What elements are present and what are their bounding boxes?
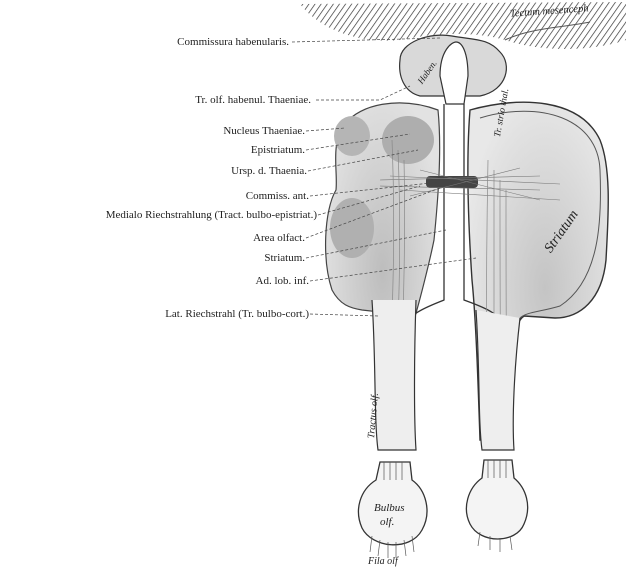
- label-commiss-ant: Commiss. ant.: [246, 190, 309, 202]
- tractus-olf-right: [476, 310, 520, 450]
- bulbus-olf-right: [466, 460, 527, 552]
- label-bulbus: Bulbus: [374, 502, 405, 514]
- label-striatum: Striatum.: [264, 252, 305, 264]
- nucleus-thaeniae: [334, 116, 370, 156]
- label-lat-riechstrahl: Lat. Riechstrahl (Tr. bulbo-cort.): [165, 308, 309, 320]
- label-tr-olf-habenul: Tr. olf. habenul. Thaeniae.: [195, 94, 311, 106]
- label-commissura-habenularis: Commissura habenularis.: [177, 36, 289, 48]
- epistriatum: [382, 116, 434, 164]
- label-fila-olf: Fila olf: [368, 556, 398, 568]
- label-ursp-thaenia: Ursp. d. Thaenia.: [231, 165, 307, 177]
- label-ad-lob-inf: Ad. lob. inf.: [256, 275, 309, 287]
- label-olf: olf.: [380, 516, 394, 528]
- label-area-olfact: Area olfact.: [253, 232, 305, 244]
- label-epistriatum: Epistriatum.: [251, 144, 305, 156]
- label-mediale-riechstrahlung: Medialo Riechstrahlung (Tract. bulbo-epi…: [106, 209, 317, 221]
- label-nucleus-thaeniae: Nucleus Thaeniae.: [223, 125, 305, 137]
